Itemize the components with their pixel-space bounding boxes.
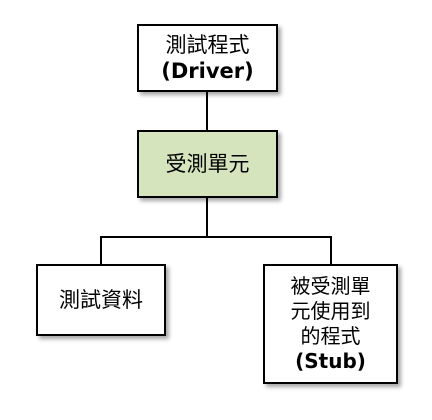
stub-label-en: (Stub) [295,349,366,373]
unit-under-test-box: 受測單元 [137,130,278,198]
stub-box: 被受測單 元使用到 的程式 (Stub) [263,264,398,384]
stub-label-line1: 被受測單 [290,274,371,298]
driver-label-en: (Driver) [161,59,254,83]
test-data-box: 測試資料 [36,264,166,336]
stub-label-line3: 的程式 [300,324,361,348]
stub-label-line2: 元使用到 [290,299,371,323]
driver-box: 測試程式 (Driver) [137,24,278,92]
unit-under-test-label: 受測單元 [165,152,250,176]
driver-label-zh: 測試程式 [165,33,250,57]
test-data-label: 測試資料 [59,288,143,312]
